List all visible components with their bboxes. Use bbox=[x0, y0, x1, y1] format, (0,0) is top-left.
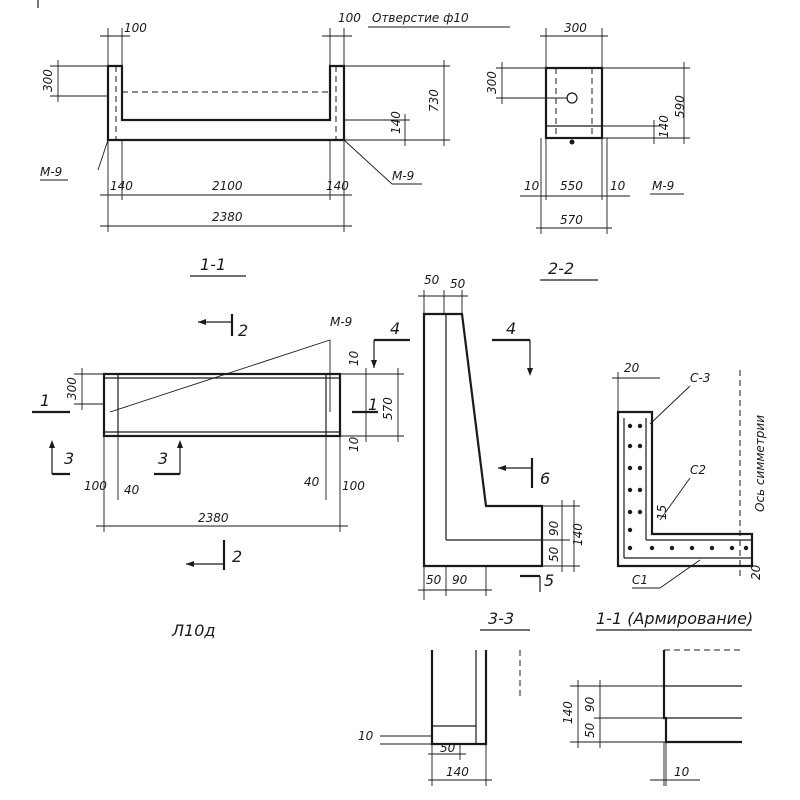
rebar-dots bbox=[627, 423, 749, 551]
dim-100-right: 100 bbox=[338, 11, 361, 25]
title-1-1: 1-1 bbox=[200, 255, 226, 274]
title-2-2: 2-2 bbox=[548, 259, 574, 278]
dim-50-33-b: 50 bbox=[450, 277, 466, 291]
view-1-1-reinforcement: 20 С-3 С2 15 С1 20 Ось симметрии 1-1 (Ар… bbox=[596, 361, 767, 631]
mark-c2: С2 bbox=[690, 463, 706, 477]
dim-90-33-right: 90 bbox=[547, 520, 561, 536]
dim-300-left: 300 bbox=[41, 69, 55, 92]
dim-90-detail-r: 90 bbox=[583, 696, 597, 712]
dim-570-plan: 570 bbox=[381, 397, 395, 420]
section-2-bottom: 2 bbox=[232, 547, 242, 566]
dim-2100: 2100 bbox=[212, 179, 243, 193]
dim-10-plan-bottom: 10 bbox=[347, 436, 361, 452]
dim-15-reinf: 15 bbox=[655, 505, 669, 520]
reinforcement-profile bbox=[616, 410, 754, 568]
dim-50-33-bottom: 50 bbox=[426, 573, 442, 587]
section-3-mid: 3 bbox=[158, 449, 168, 468]
view-2-2: 300 300 140 590 10 550 10 570 М-9 2-2 bbox=[485, 21, 690, 281]
dim-10-22-r: 10 bbox=[610, 179, 626, 193]
dim-40-plan-r: 40 bbox=[304, 475, 320, 489]
dim-50-33-right: 50 bbox=[547, 546, 561, 562]
detail-right: 90 50 140 10 bbox=[561, 649, 742, 786]
dim-570-22: 570 bbox=[560, 213, 583, 227]
dim-50-33-a: 50 bbox=[424, 273, 440, 287]
section-5: 5 bbox=[544, 571, 554, 590]
hole bbox=[566, 92, 578, 104]
dim-300-plan: 300 bbox=[65, 377, 79, 400]
mark-product: Л10д bbox=[171, 621, 215, 640]
dim-50-detail-l: 50 bbox=[440, 741, 456, 755]
u-profile bbox=[106, 64, 346, 142]
title-1-1-reinforcement: 1-1 (Армирование) bbox=[596, 609, 753, 628]
dim-140-bl: 140 bbox=[110, 179, 133, 193]
mark-c1: С1 bbox=[632, 573, 648, 587]
dim-10-detail-r: 10 bbox=[674, 765, 690, 779]
dim-140-22: 140 bbox=[657, 115, 671, 138]
dim-90-33-bottom: 90 bbox=[452, 573, 468, 587]
dim-10-detail-l: 10 bbox=[358, 729, 374, 743]
section-1-right: 1 bbox=[368, 395, 378, 414]
section-3-left: 3 bbox=[64, 449, 74, 468]
dim-730: 730 bbox=[427, 89, 441, 112]
dim-140-right: 140 bbox=[389, 111, 403, 134]
dim-100-plan-r: 100 bbox=[342, 479, 365, 493]
section-4-plan: 4 bbox=[390, 319, 400, 338]
dim-140-33-right: 140 bbox=[571, 523, 585, 546]
dim-140-br: 140 bbox=[326, 179, 349, 193]
symmetry-axis-label: Ось симметрии bbox=[753, 415, 767, 512]
dim-20-reinf-right: 20 bbox=[749, 564, 763, 580]
section-4-33: 4 bbox=[506, 319, 516, 338]
dim-300-22-top: 300 bbox=[564, 21, 587, 35]
mark-m9-plan: М-9 bbox=[330, 315, 352, 329]
dim-10-plan-top: 10 bbox=[347, 350, 361, 366]
mark-c3: С-3 bbox=[690, 371, 710, 385]
l-profile bbox=[422, 312, 544, 568]
dim-140-detail-r: 140 bbox=[561, 701, 575, 724]
dim-100-plan-l: 100 bbox=[84, 479, 107, 493]
dim-140-detail-l: 140 bbox=[446, 765, 469, 779]
dim-20-reinf-top: 20 bbox=[624, 361, 640, 375]
note-holes: Отверстие ф10 bbox=[372, 11, 469, 25]
dim-2380-top: 2380 bbox=[212, 210, 243, 224]
mark-m9-left: М-9 bbox=[40, 165, 62, 179]
view-plan: М-9 2 2 4 3 3 1 1 300 10 570 bbox=[32, 314, 410, 640]
dim-590: 590 bbox=[673, 95, 687, 118]
section-1-left: 1 bbox=[40, 391, 50, 410]
section-2-top: 2 bbox=[238, 321, 248, 340]
view-3-3: 50 50 50 90 90 50 140 4 6 5 3-3 bbox=[418, 273, 585, 631]
dim-2380-plan: 2380 bbox=[198, 511, 229, 525]
mark-m9-right: М-9 bbox=[392, 169, 414, 183]
dim-550: 550 bbox=[560, 179, 583, 193]
dim-10-22-l: 10 bbox=[524, 179, 540, 193]
dim-300-22-left: 300 bbox=[485, 71, 499, 94]
dim-40-plan-l: 40 bbox=[124, 483, 140, 497]
title-3-3: 3-3 bbox=[488, 609, 514, 628]
view-1-1: 100 100 Отверстие ф10 300 140 730 140 21… bbox=[37, 0, 510, 277]
dim-100-left: 100 bbox=[124, 21, 147, 35]
detail-left: 10 50 140 bbox=[358, 650, 521, 786]
dim-50-detail-r: 50 bbox=[583, 722, 597, 738]
mark-m9-22: М-9 bbox=[652, 179, 674, 193]
section-6: 6 bbox=[540, 469, 550, 488]
